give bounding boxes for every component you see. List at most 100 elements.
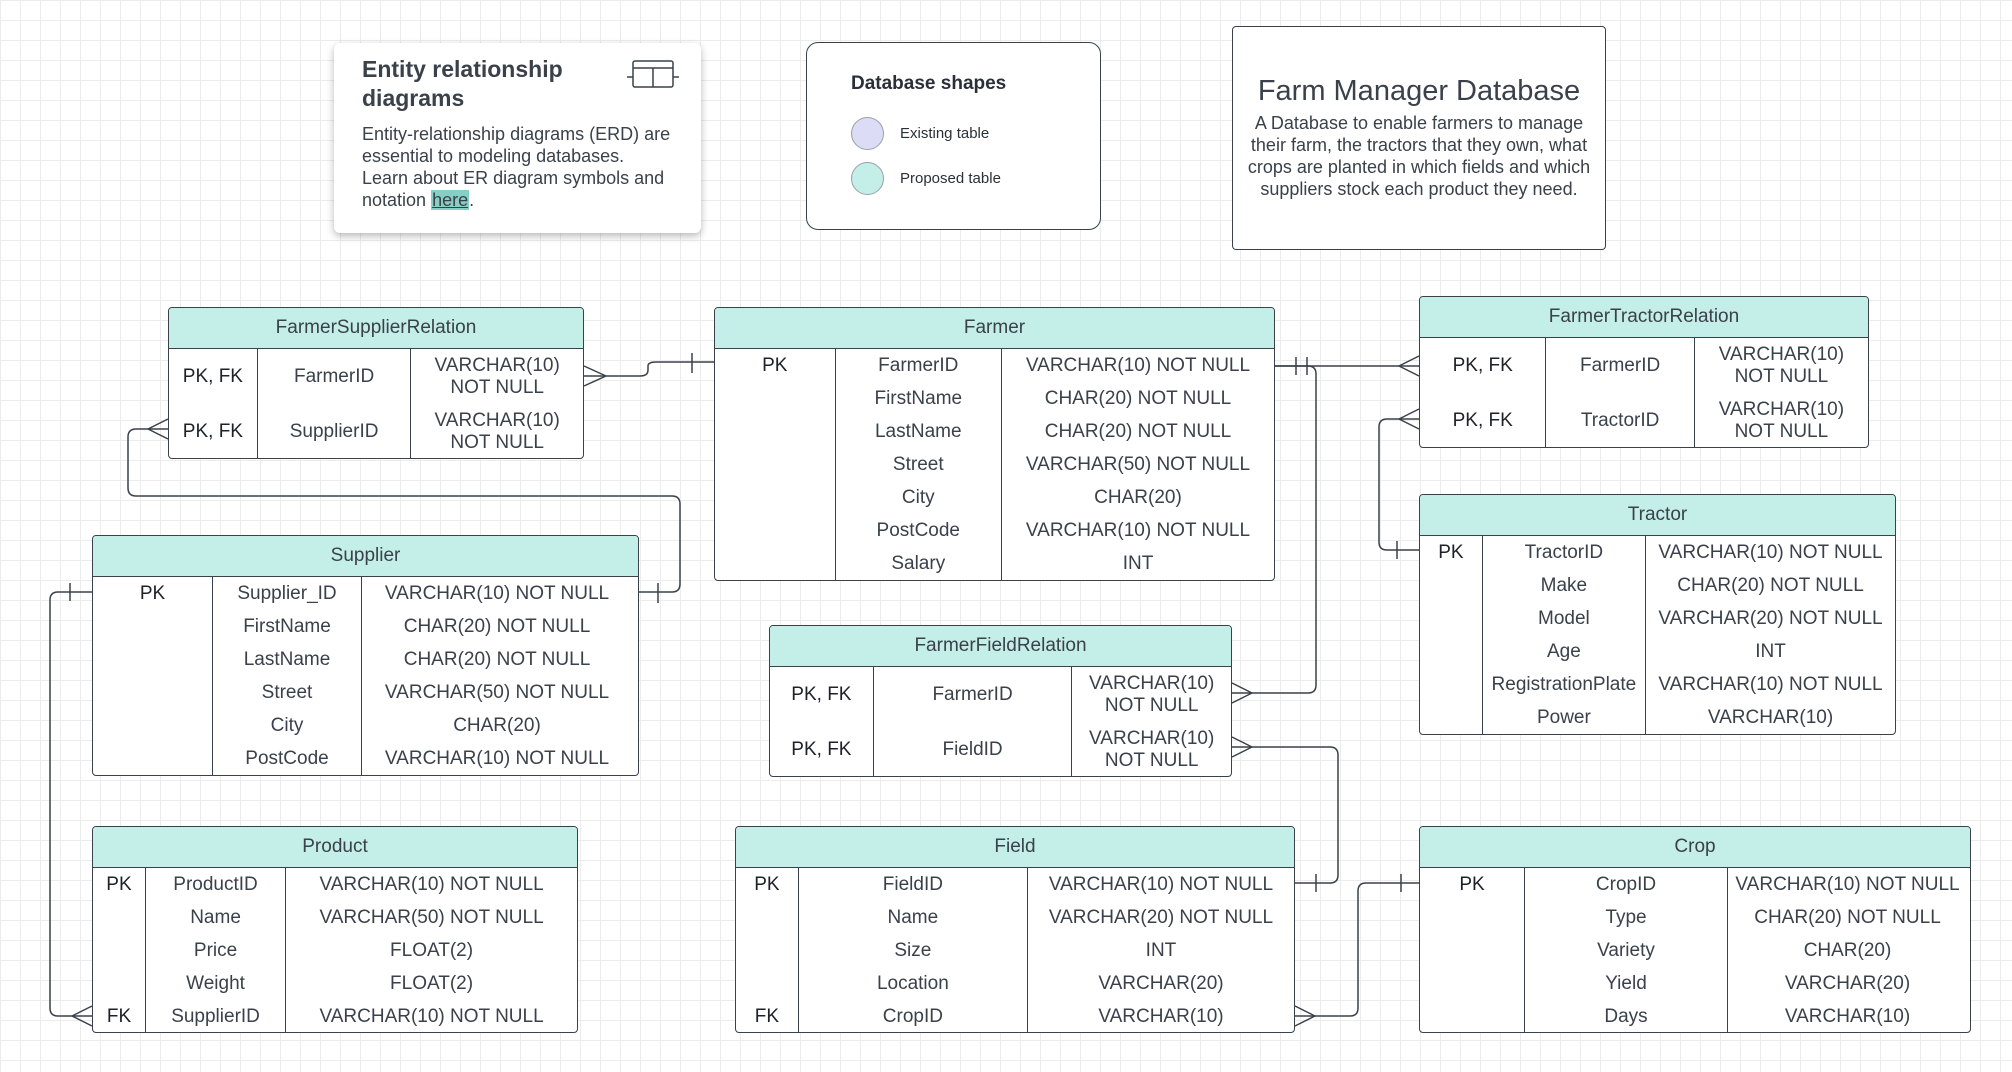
row-type-cell: VARCHAR(10) NOT NULL	[1718, 343, 1845, 387]
row-field-cell: Power	[1536, 707, 1591, 729]
key-column: PK	[1420, 868, 1524, 1032]
row-type-cell: CHAR(20) NOT NULL	[1044, 387, 1232, 409]
row-key-cell	[715, 548, 835, 580]
row-key-cell	[736, 934, 798, 967]
row-key-cell: PK, FK	[1452, 354, 1513, 376]
row-type-cell: VARCHAR(10) NOT NULL	[1658, 674, 1883, 696]
legend-item-existing-table: Existing table	[851, 117, 1100, 150]
table-title: FarmerFieldRelation	[770, 626, 1231, 667]
row-key-cell	[1420, 934, 1524, 967]
crowfoot-fsr-farmer	[583, 365, 607, 387]
row-type-cell: CHAR(20) NOT NULL	[1754, 906, 1941, 928]
info-card-link[interactable]: here	[431, 190, 470, 210]
table-diagram-icon	[627, 60, 679, 88]
row-key-cell	[736, 968, 798, 1001]
row-field-cell: Name	[887, 906, 939, 928]
info-card-text: Entity-relationship diagrams (ERD) are e…	[362, 124, 671, 210]
row-key-cell	[715, 382, 835, 415]
row-field-cell: FieldID	[942, 738, 1003, 760]
row-key-cell: PK	[1438, 541, 1464, 563]
row-type-cell: VARCHAR(10) NOT NULL	[1718, 398, 1845, 442]
key-column: PK	[715, 349, 835, 580]
key-column: PK, FK PK, FK	[169, 349, 257, 458]
info-card-title: Entity relationship diagrams	[362, 56, 563, 111]
crowfoot-ffr-farmer	[1231, 682, 1253, 704]
row-field-cell: RegistrationPlate	[1491, 674, 1637, 696]
crowfoot-field-crop	[1294, 1005, 1316, 1027]
row-field-cell: Price	[193, 939, 238, 961]
row-type-cell: VARCHAR(20)	[1098, 973, 1224, 995]
row-key-cell	[93, 643, 212, 676]
row-field-cell: SupplierID	[289, 420, 379, 442]
row-field-cell: FirstName	[874, 387, 963, 409]
info-card-trailing: .	[469, 190, 475, 210]
connector-product-supplier	[49, 591, 92, 1017]
data-type-column: VARCHAR(10) NOT NULL VARCHAR(10) NOT NULL	[1071, 667, 1231, 776]
row-key-cell: FK	[106, 1006, 132, 1028]
crowfoot-product-supplier	[71, 1005, 93, 1027]
info-card-body: Entity-relationship diagrams (ERD) are e…	[362, 123, 672, 211]
connector-fsr-farmer	[584, 361, 714, 377]
database-title: Farm Manager Database	[1257, 75, 1581, 107]
row-field-cell: LastName	[874, 420, 962, 442]
proposed-table-swatch	[851, 162, 884, 195]
data-type-column: VARCHAR(10) NOT NULL CHAR(20) NOT NULL CHA…	[1000, 349, 1274, 580]
row-type-cell: VARCHAR(20) NOT NULL	[1048, 906, 1274, 928]
row-key-cell	[93, 710, 212, 743]
row-field-cell: Variety	[1597, 939, 1655, 961]
row-type-cell: FLOAT(2)	[390, 939, 474, 961]
row-field-cell: PostCode	[245, 748, 329, 770]
table-title: FarmerTractorRelation	[1420, 297, 1868, 338]
row-field-cell: FieldID	[882, 873, 943, 895]
table-title: Supplier	[93, 536, 638, 577]
row-field-cell: Yield	[1605, 973, 1647, 995]
row-key-cell	[1420, 569, 1482, 602]
connector-farmer-ffr	[1232, 365, 1317, 694]
row-type-cell: VARCHAR(10) NOT NULL	[1658, 541, 1883, 563]
row-type-cell: CHAR(20)	[453, 715, 541, 737]
row-key-cell	[736, 901, 798, 934]
row-key-cell: PK, FK	[182, 420, 243, 442]
row-key-cell	[1420, 702, 1482, 734]
row-key-cell	[93, 743, 212, 775]
row-key-cell: PK	[1459, 873, 1485, 895]
row-type-cell: VARCHAR(10) NOT NULL	[1089, 727, 1215, 771]
row-field-cell: Weight	[186, 973, 245, 995]
row-key-cell	[715, 482, 835, 515]
legend-label-proposed: Proposed table	[900, 170, 1001, 187]
table-title: Crop	[1420, 827, 1970, 868]
row-field-cell: CropID	[1595, 873, 1657, 895]
connector-field-crop	[1295, 882, 1419, 1017]
row-field-cell: Type	[1605, 906, 1647, 928]
row-type-cell: VARCHAR(50) NOT NULL	[1025, 453, 1251, 475]
row-key-cell: PK, FK	[182, 365, 243, 387]
database-shapes-legend: Database shapes Existing table Proposed …	[806, 42, 1101, 230]
row-field-cell: FarmerID	[293, 365, 375, 387]
crowfoot-fsr-supplier	[147, 418, 169, 440]
row-field-cell: FarmerID	[1579, 354, 1661, 376]
row-type-cell: VARCHAR(10) NOT NULL	[1025, 354, 1251, 376]
legend-label-existing: Existing table	[900, 125, 990, 142]
row-type-cell: VARCHAR(10) NOT NULL	[1089, 672, 1215, 716]
row-type-cell: VARCHAR(10) NOT NULL	[319, 873, 544, 895]
row-field-cell: LastName	[243, 648, 331, 670]
row-type-cell: CHAR(20) NOT NULL	[1044, 420, 1232, 442]
